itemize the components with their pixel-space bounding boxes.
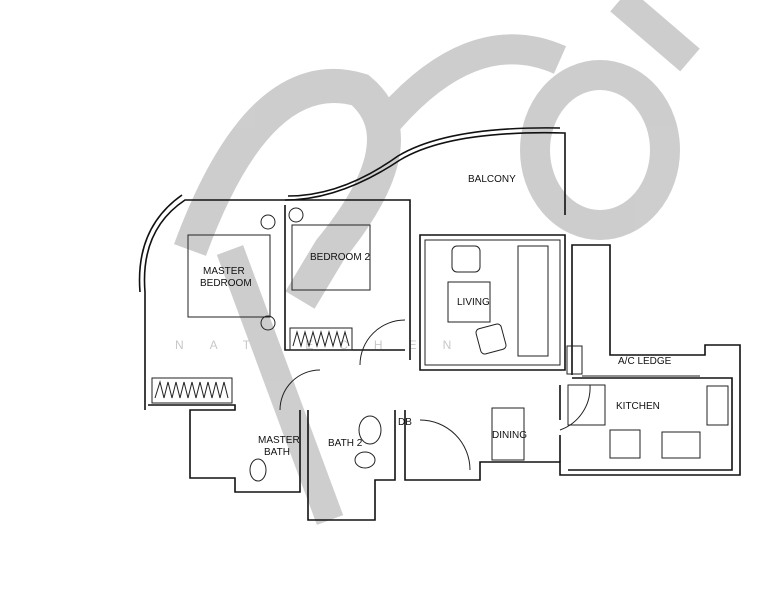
walls <box>138 127 741 521</box>
furniture <box>151 207 591 482</box>
label-living: LIVING <box>457 297 490 308</box>
armchair-2 <box>475 323 507 355</box>
label-master-bedroom-1: MASTER <box>203 266 245 277</box>
dining-table <box>491 407 525 461</box>
label-kitchen: KITCHEN <box>616 401 660 412</box>
label-balcony: BALCONY <box>468 174 516 185</box>
sofa <box>517 245 549 357</box>
armchair <box>451 245 481 273</box>
label-bedroom-2: BEDROOM 2 <box>310 252 370 263</box>
bedroom-2-bed <box>291 224 371 291</box>
label-dining: DINING <box>492 430 527 441</box>
label-master-bath-1: MASTER <box>258 435 300 446</box>
label-master-bath-2: BATH <box>264 447 290 458</box>
label-ac-ledge: A/C LEDGE <box>618 356 672 367</box>
watermark-logo <box>174 0 700 525</box>
room-labels: MASTER BEDROOM BEDROOM 2 BALCONY LIVING … <box>200 174 672 458</box>
master-bed <box>187 234 271 318</box>
label-master-bedroom-2: BEDROOM <box>200 278 252 289</box>
coffee-table <box>447 281 491 323</box>
label-bath-2: BATH 2 <box>328 438 363 449</box>
master-wardrobe <box>151 377 233 404</box>
bedroom-2-wardrobe <box>289 327 353 351</box>
label-db: DB <box>398 417 412 428</box>
basin <box>358 415 382 445</box>
watermark-name: NAT ECHEN <box>175 338 477 352</box>
toilet-2 <box>354 451 376 469</box>
toilet <box>249 458 267 482</box>
